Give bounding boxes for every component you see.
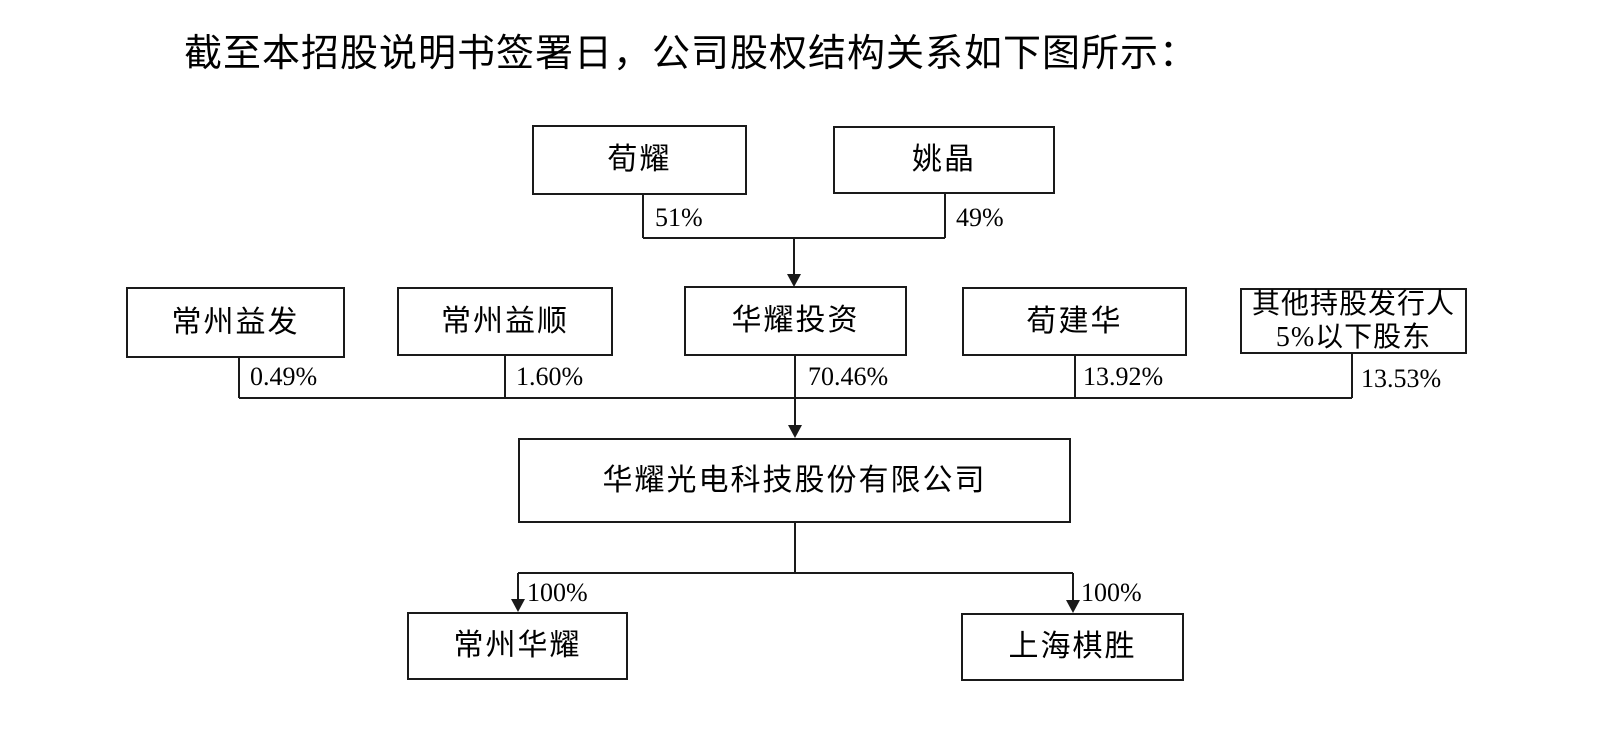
arrowhead-down-icon [788,425,802,438]
node-huayao-touzi: 华耀投资 [684,286,907,356]
node-yao-jing: 姚晶 [833,126,1055,194]
arrowhead-down-icon [1066,600,1080,613]
arrowhead-down-icon [511,599,525,612]
edge-percent-shanghai-qisheng: 100% [1081,578,1142,607]
edge-founders-to-huayaotouzi [642,194,946,287]
node-other-minor-shareholders: 其他持股发行人 5%以下股东 [1240,288,1467,354]
edge-percent-yao-jing: 49% [956,203,1004,232]
node-label: 荀耀 [607,143,672,177]
node-label: 常州益顺 [441,304,569,338]
node-label: 华耀投资 [731,304,860,338]
edge-percent-huayao-touzi: 70.46% [808,362,889,391]
node-changzhou-yifa: 常州益发 [126,287,345,358]
edge-percent-changzhou-yishun: 1.60% [516,362,584,391]
node-label: 姚晶 [912,143,976,177]
node-label: 其他持股发行人 5%以下股东 [1251,288,1455,353]
edge-percent-xun-yao: 51% [655,203,703,232]
node-label: 常州益发 [171,305,300,339]
edge-company-to-subsidiaries [511,523,1080,613]
node-xun-yao: 荀耀 [532,125,747,195]
node-shanghai-qisheng: 上海棋胜 [961,613,1184,681]
node-issuer-company: 华耀光电科技股份有限公司 [518,438,1071,523]
edge-percent-other-shareholders: 13.53% [1361,364,1442,393]
edge-percent-changzhou-huayao: 100% [527,578,588,607]
edge-percent-xun-jianhua: 13.92% [1083,362,1164,391]
node-label: 上海棋胜 [1008,630,1137,664]
node-changzhou-yishun: 常州益顺 [397,287,613,356]
edge-shareholders-to-company [238,354,1353,438]
page-title: 截至本招股说明书签署日，公司股权结构关系如下图所示： [184,33,1199,75]
node-label: 常州华耀 [453,629,582,663]
node-label: 荀建华 [1026,304,1123,338]
node-changzhou-huayao: 常州华耀 [407,612,628,680]
arrowhead-down-icon [787,274,801,287]
node-xun-jianhua: 荀建华 [962,287,1187,356]
node-label: 华耀光电科技股份有限公司 [602,463,987,497]
edge-percent-changzhou-yifa: 0.49% [250,362,318,391]
